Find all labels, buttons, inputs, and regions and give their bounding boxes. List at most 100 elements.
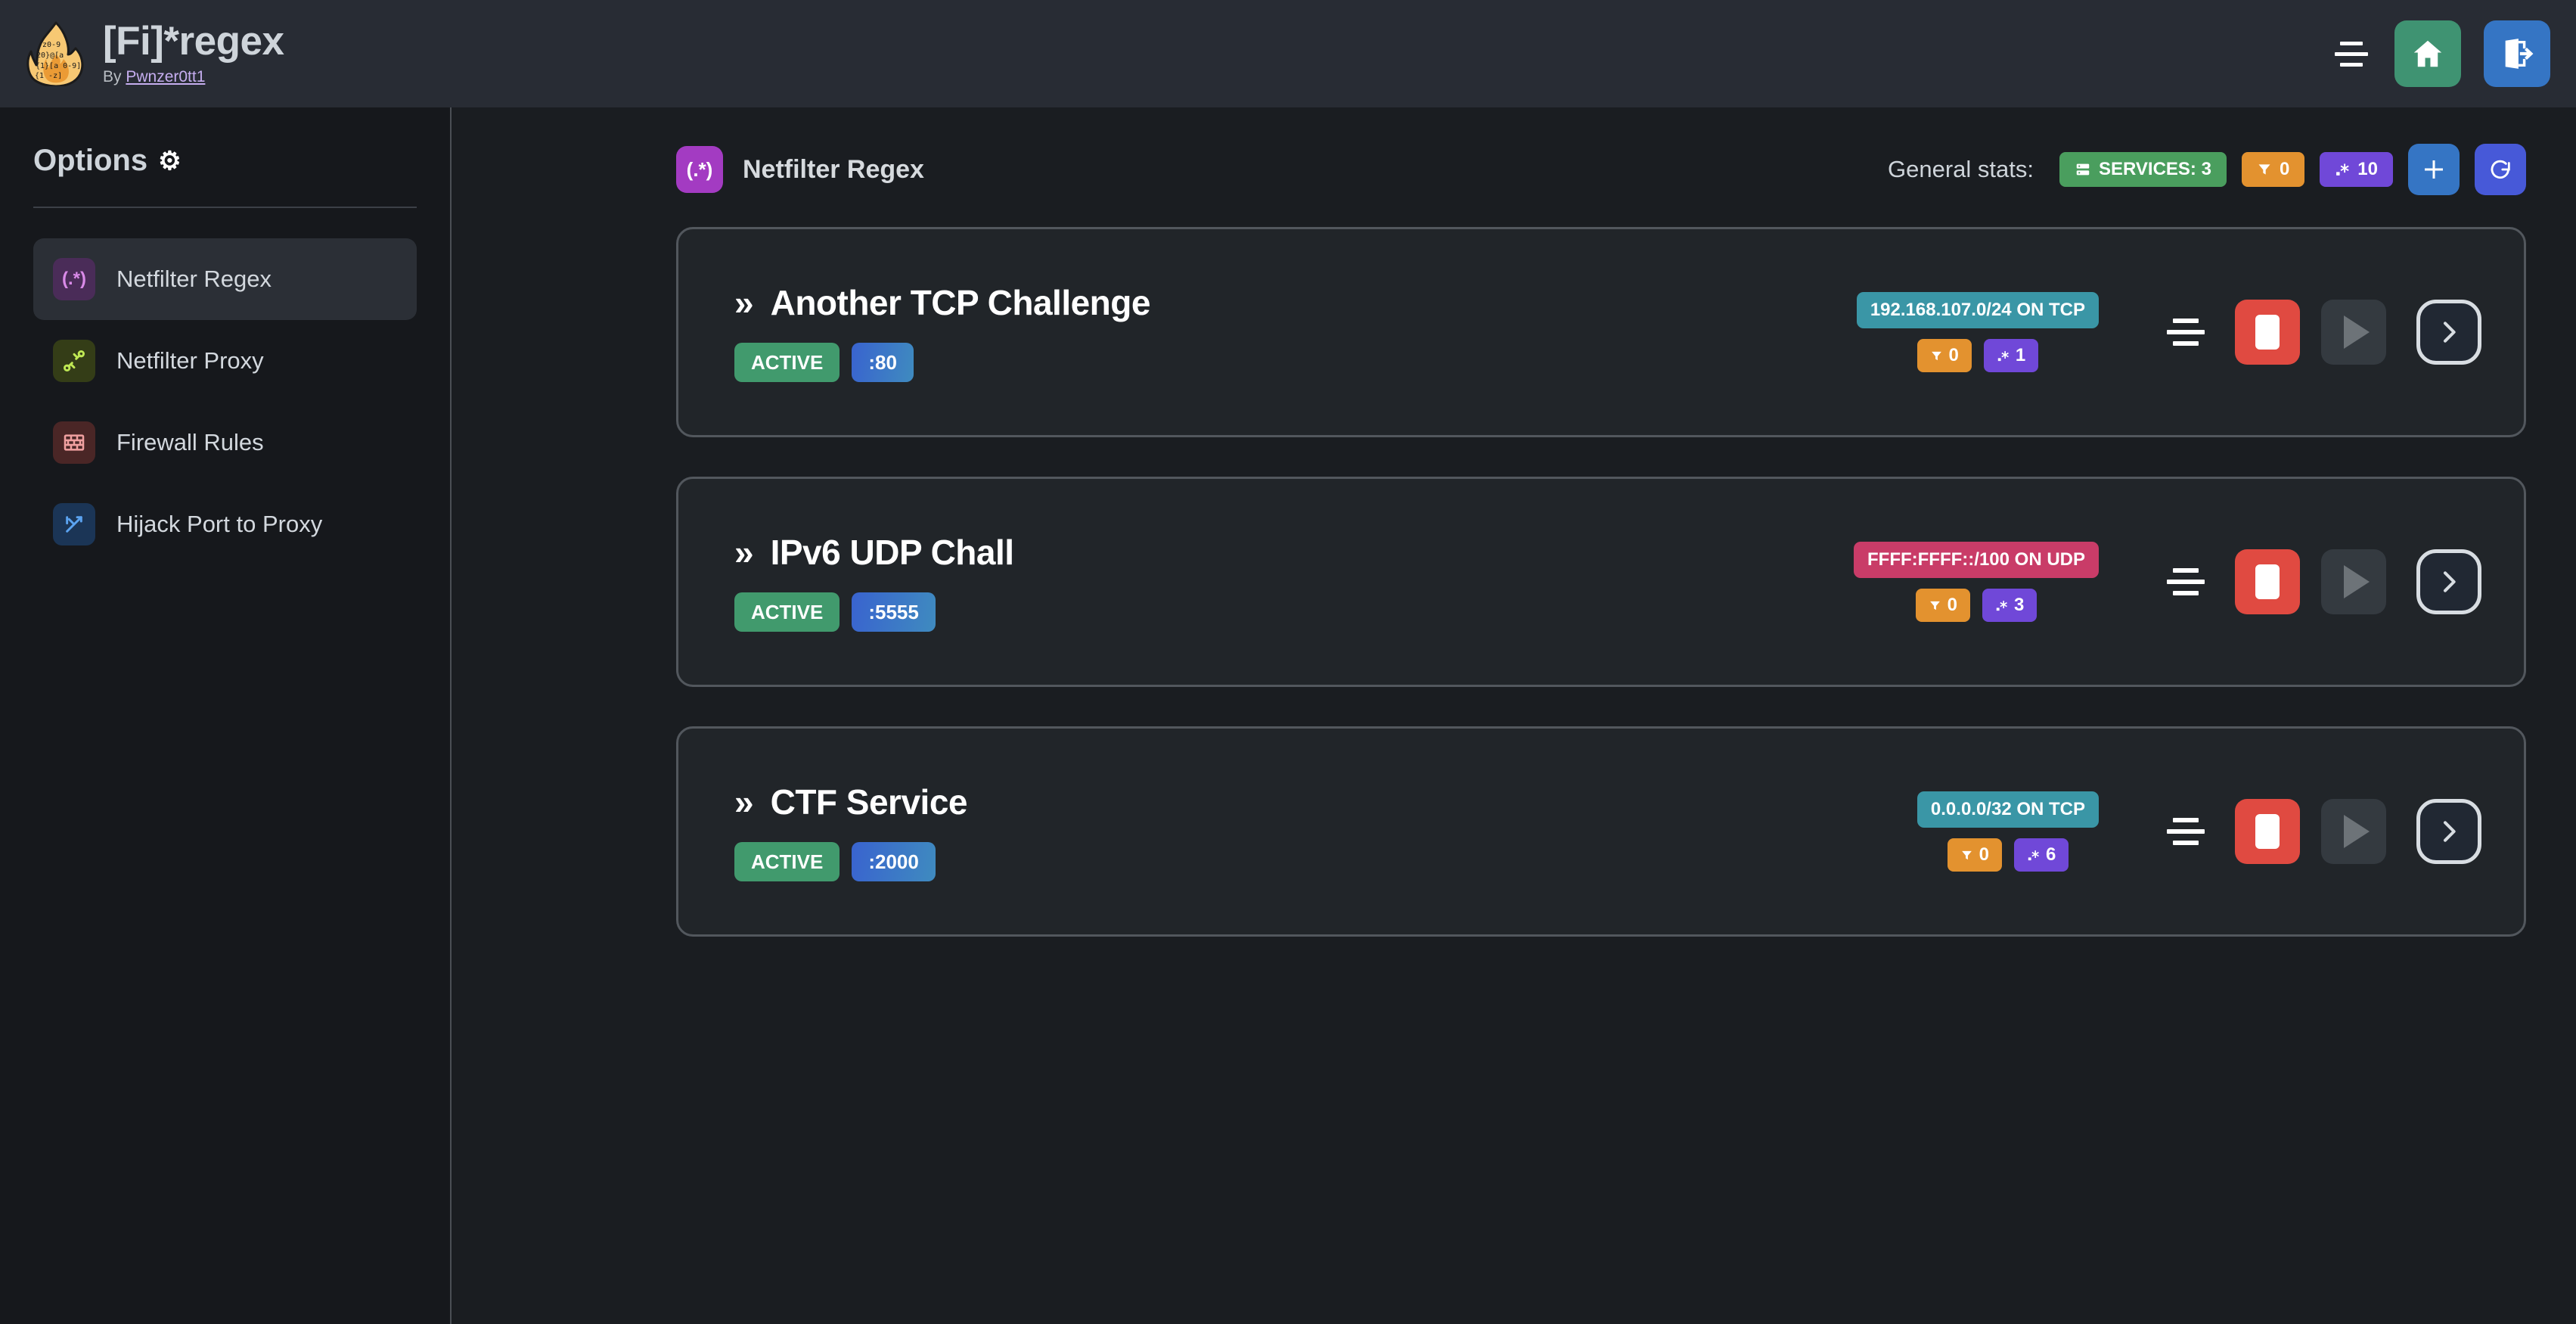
- regex-icon: [2028, 850, 2039, 860]
- main-header: (.*) Netfilter Regex General stats: SERV…: [452, 107, 2576, 201]
- status-badge: ACTIVE: [734, 343, 840, 382]
- filter-icon: [1931, 351, 1941, 360]
- double-chevron-icon: »: [734, 533, 754, 572]
- service-card-info: » Another TCP Challenge ACTIVE :80: [734, 282, 1150, 382]
- regex-icon: (.*): [676, 146, 723, 193]
- sidebar-item-hijack-port-to-proxy[interactable]: Hijack Port to Proxy: [33, 483, 417, 565]
- regex-count-badge: 6: [2013, 838, 2069, 872]
- sidebar-item-label: Hijack Port to Proxy: [116, 511, 323, 537]
- network-info: 0.0.0.0/32 ON TCP 0 6: [1916, 791, 2099, 872]
- home-icon: [2413, 40, 2442, 67]
- play-button[interactable]: [2321, 799, 2386, 864]
- flame-regex-logo: -z0-9 20}@[a {1}[a 0-9] {1 -z]: [26, 21, 84, 86]
- network-counts: 0 3: [1915, 589, 2038, 622]
- hamburger-icon[interactable]: [2331, 36, 2372, 71]
- filter-icon: [1929, 601, 1940, 610]
- stop-icon: [2255, 814, 2280, 849]
- service-title-row: » CTF Service: [734, 782, 968, 822]
- author-link[interactable]: Pwnzer0tt1: [126, 68, 206, 85]
- status-badge-services: SERVICES: 3: [2059, 152, 2227, 187]
- route-icon: [53, 503, 95, 545]
- network-badge: 192.168.107.0/24 ON TCP: [1856, 292, 2099, 328]
- refresh-button[interactable]: [2475, 144, 2526, 195]
- service-card-info: » CTF Service ACTIVE :2000: [734, 782, 968, 881]
- sidebar-divider: [33, 207, 417, 208]
- status-badge-filters: 0: [2241, 152, 2305, 187]
- filter-icon: [2258, 164, 2270, 175]
- open-service-button[interactable]: [2416, 799, 2481, 864]
- home-button[interactable]: [2394, 20, 2461, 87]
- play-button[interactable]: [2321, 549, 2386, 614]
- open-service-button[interactable]: [2416, 300, 2481, 365]
- service-name: CTF Service: [770, 782, 968, 822]
- svg-text:{1}[a 0-9]: {1}[a 0-9]: [36, 62, 81, 70]
- sidebar-item-label: Netfilter Regex: [116, 266, 272, 292]
- general-stats-label: General stats:: [1888, 156, 2034, 182]
- network-counts: 0 1: [1916, 339, 2039, 372]
- chevron-right-icon: [2444, 821, 2456, 842]
- app-header: -z0-9 20}@[a {1}[a 0-9] {1 -z] [Fi]*rege…: [0, 0, 2576, 107]
- network-counts: 0 6: [1947, 838, 2069, 872]
- status-badge: ACTIVE: [734, 592, 840, 632]
- double-chevron-icon: »: [734, 782, 754, 822]
- filter-count-badge: 0: [1947, 838, 2002, 872]
- network-badge: 0.0.0.0/32 ON TCP: [1916, 791, 2099, 828]
- app-author-line: By Pwnzer0tt1: [103, 68, 284, 86]
- stop-icon: [2255, 564, 2280, 599]
- regex-count-value: 6: [2045, 844, 2056, 865]
- chevron-right-icon: [2444, 571, 2456, 592]
- service-pills: ACTIVE :80: [734, 343, 1150, 382]
- regex-count-value: 1: [2015, 345, 2026, 365]
- sidebar-title: Options ⚙: [0, 144, 450, 178]
- stop-button[interactable]: [2235, 300, 2300, 365]
- sort-icon[interactable]: [2158, 319, 2214, 346]
- filter-count-value: 0: [1979, 844, 1989, 865]
- page-title: Netfilter Regex: [743, 154, 924, 184]
- port-badge: :2000: [852, 842, 936, 881]
- sidebar-item-firewall-rules[interactable]: Firewall Rules: [33, 402, 417, 483]
- regex-icon: (.*): [53, 258, 95, 300]
- filter-count-badge: 0: [1916, 339, 1972, 372]
- service-card[interactable]: » Another TCP Challenge ACTIVE :80 192.1…: [676, 227, 2526, 437]
- by-prefix: By: [103, 68, 126, 85]
- service-name: Another TCP Challenge: [770, 283, 1151, 322]
- logout-icon: [2505, 39, 2534, 69]
- port-badge: :80: [852, 343, 914, 382]
- header-actions: [2331, 20, 2550, 87]
- play-button[interactable]: [2321, 300, 2386, 365]
- open-service-button[interactable]: [2416, 549, 2481, 614]
- network-info: FFFF:FFFF::/100 ON UDP 0 3: [1854, 542, 2099, 622]
- play-icon: [2344, 815, 2370, 848]
- filter-count-label: 0: [2279, 159, 2290, 179]
- service-title-row: » Another TCP Challenge: [734, 282, 1150, 323]
- service-card-actions: 0.0.0.0/32 ON TCP 0 6: [1916, 791, 2481, 872]
- add-service-button[interactable]: [2408, 144, 2460, 195]
- play-icon: [2344, 315, 2370, 349]
- stop-button[interactable]: [2235, 549, 2300, 614]
- filter-count-badge: 0: [1915, 589, 1970, 622]
- plug-icon: [53, 340, 95, 382]
- logout-button[interactable]: [2484, 20, 2550, 87]
- service-card-actions: FFFF:FFFF::/100 ON UDP 0 3: [1854, 542, 2481, 622]
- general-stats: General stats: SERVICES: 3 0: [1888, 144, 2526, 195]
- sidebar-item-netfilter-regex[interactable]: (.*) Netfilter Regex: [33, 238, 417, 320]
- regex-icon: [1997, 350, 2009, 361]
- sidebar-item-netfilter-proxy[interactable]: Netfilter Proxy: [33, 320, 417, 402]
- service-card[interactable]: » IPv6 UDP Chall ACTIVE :5555 FFFF:FFFF:…: [676, 477, 2526, 687]
- filter-icon: [1961, 850, 1972, 859]
- service-card[interactable]: » CTF Service ACTIVE :2000 0.0.0.0/32 ON…: [676, 726, 2526, 937]
- service-pills: ACTIVE :5555: [734, 592, 1014, 632]
- sidebar-nav: (.*) Netfilter Regex Netfilter Proxy Fir…: [0, 238, 450, 565]
- port-badge: :5555: [852, 592, 936, 632]
- service-card-info: » IPv6 UDP Chall ACTIVE :5555: [734, 532, 1014, 632]
- gear-icon: ⚙: [158, 146, 182, 176]
- svg-text:{1 -z]: {1 -z]: [35, 72, 62, 80]
- service-list: » Another TCP Challenge ACTIVE :80 192.1…: [452, 201, 2576, 937]
- sort-icon[interactable]: [2158, 568, 2214, 595]
- sort-icon[interactable]: [2158, 818, 2214, 845]
- service-card-actions: 192.168.107.0/24 ON TCP 0 1: [1856, 292, 2481, 372]
- regex-icon: [1996, 600, 2007, 611]
- refresh-icon: [2491, 160, 2510, 179]
- service-name: IPv6 UDP Chall: [770, 533, 1014, 572]
- stop-button[interactable]: [2235, 799, 2300, 864]
